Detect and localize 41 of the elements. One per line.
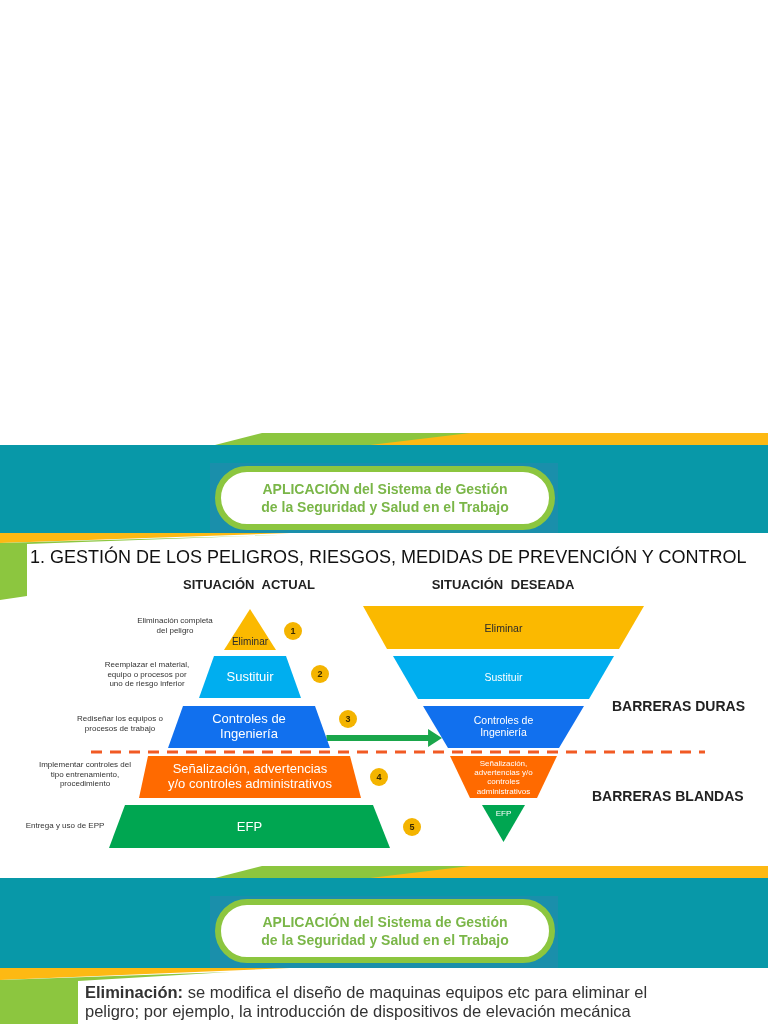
callout-number: 1 — [284, 622, 302, 640]
pyramid-level — [482, 805, 525, 842]
level-label: Sustituir — [226, 669, 274, 685]
level-description: Eliminación completa del peligro — [136, 616, 214, 636]
column-heading: SITUACIÓN DESEADA — [431, 576, 575, 592]
pyramid-level — [363, 606, 644, 649]
banner-pill — [215, 466, 555, 530]
level-description: Reemplazar el material, equipo o procesos por uno de riesgo inferior — [104, 659, 190, 689]
section-heading: 1. GESTIÓN DE LOS PELIGROS, RIESGOS, MEDIDAS DE PREVENCIÓN Y CONTROL — [30, 546, 747, 568]
pyramid-level — [393, 656, 614, 699]
level-label: Controles de Ingeniería — [211, 712, 287, 742]
callout-number: 4 — [370, 768, 388, 786]
pyramid-level — [423, 706, 584, 748]
pyramid-level — [139, 756, 361, 798]
pyramid-level — [199, 656, 301, 698]
level-label: Controles de Ingeniería — [472, 713, 535, 739]
level-label: Señalización, advertencias y/o controles administrativos — [167, 762, 333, 792]
level-description: Entrega y uso de EPP — [25, 821, 105, 831]
callout-number: 5 — [403, 818, 421, 836]
banner-title: APLICACIÓN del Sistema de Gestión de la Seguridad y Salud en el Trabajo — [260, 912, 510, 950]
pyramid-level — [168, 706, 330, 748]
arrow — [326, 729, 443, 747]
body-text: Eliminación: se modifica el diseño de maquinas equipos etc para eliminar el peligro; por ejemplo, la introducción de dispositivos de elevación mecánica — [85, 983, 649, 1020]
level-label: Eliminar — [484, 621, 523, 635]
pyramid-level — [109, 805, 390, 848]
level-label: EFP — [495, 809, 512, 819]
level-label: Eliminar — [231, 636, 269, 648]
callout-number: 3 — [339, 710, 357, 728]
callout-number: 2 — [311, 665, 329, 683]
pyramid-level — [224, 609, 276, 650]
level-label: EFP — [236, 819, 263, 835]
level-description: Implementar controles del tipo entrenamiento, procedimiento — [38, 759, 132, 789]
banner-pill — [215, 899, 555, 963]
column-heading: SITUACIÓN ACTUAL — [182, 576, 316, 592]
barrier-label: BARRERAS DURAS — [612, 698, 745, 714]
level-description: Rediseñar los equipos o procesos de trabajo — [76, 714, 164, 734]
banner-title: APLICACIÓN del Sistema de Gestión de la Seguridad y Salud en el Trabajo — [260, 479, 510, 517]
barrier-label: BARRERAS BLANDAS — [592, 788, 744, 804]
pyramid-level — [450, 756, 557, 798]
level-label: Señalización, advertencias y/o controles administrativos — [473, 758, 534, 796]
level-label: Sustituir — [484, 670, 523, 684]
